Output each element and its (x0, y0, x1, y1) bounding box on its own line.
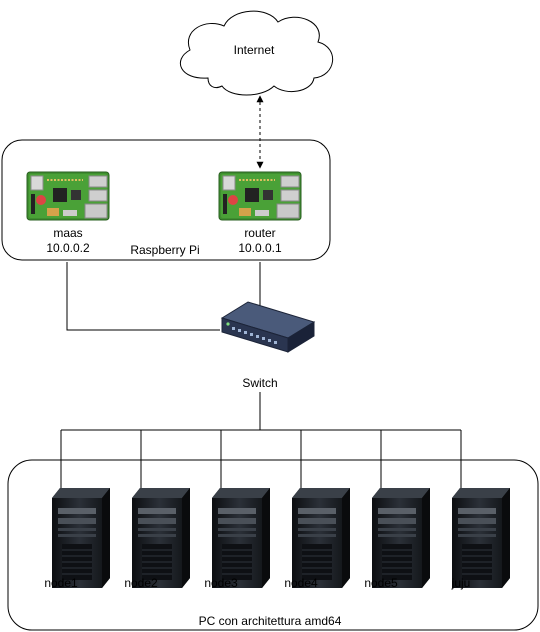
maas-board-icon (26, 171, 110, 221)
raspberry-pi-group-frame (1, 139, 331, 261)
server-icon-node5 (371, 487, 431, 589)
switch-icon (220, 301, 316, 353)
node1-label: node1 (44, 576, 78, 590)
router-name-label: router (244, 226, 276, 240)
node2-label: node2 (124, 576, 158, 590)
router-board-icon (218, 171, 302, 221)
internet-label: Internet (233, 43, 275, 57)
raspberry-pi-group-label: Raspberry Pi (130, 243, 200, 257)
juju-label: juju (451, 576, 471, 590)
maas-name-label: maas (53, 226, 83, 240)
node4-label: node4 (284, 576, 318, 590)
server-icon-juju (451, 487, 511, 589)
server-icon-node1 (51, 487, 111, 589)
router-ip-label: 10.0.0.1 (238, 241, 282, 255)
pc-group-frame (7, 459, 539, 631)
node3-label: node3 (204, 576, 238, 590)
server-icon-node3 (211, 487, 271, 589)
switch-label: Switch (242, 376, 278, 390)
server-icon-node4 (291, 487, 351, 589)
maas-switch-link (66, 262, 220, 331)
pc-group-label: PC con architettura amd64 (198, 614, 342, 628)
node5-label: node5 (364, 576, 398, 590)
maas-ip-label: 10.0.0.2 (46, 241, 90, 255)
internet-cloud-icon (179, 10, 334, 96)
server-icon-node2 (131, 487, 191, 589)
